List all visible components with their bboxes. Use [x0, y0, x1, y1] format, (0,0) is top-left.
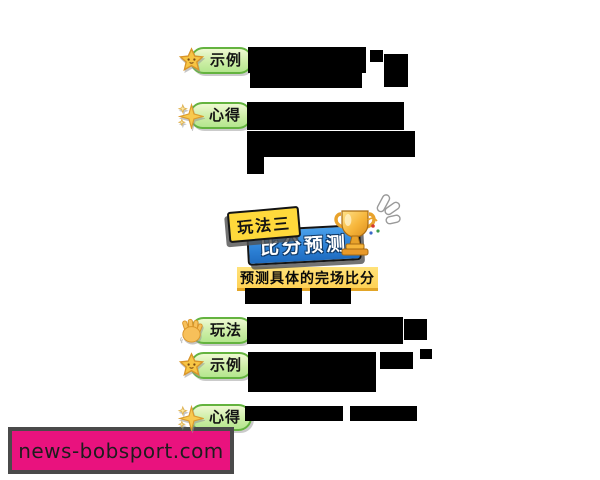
redacted-text [350, 406, 417, 421]
redacted-text [248, 352, 376, 392]
star-face-icon [178, 351, 205, 379]
redacted-text [404, 319, 427, 340]
redacted-text [420, 349, 432, 359]
star-face-icon [178, 46, 205, 74]
badge-method: 玩法 [178, 316, 254, 344]
redacted-text [247, 157, 264, 174]
redacted-text [245, 288, 302, 304]
redacted-text [370, 50, 383, 62]
sparkle-icon [177, 404, 206, 432]
badge-label: 示例 [190, 46, 254, 74]
redacted-text [247, 131, 415, 157]
redacted-text [250, 73, 362, 88]
section-tag: 玩法三 [226, 205, 302, 244]
sparkle-rays-icon [366, 192, 408, 238]
badge-tips-1: 心得 [177, 101, 253, 130]
badge-label: 示例 [190, 351, 254, 379]
redacted-text [248, 47, 366, 73]
redacted-text [310, 288, 351, 304]
redacted-text [380, 352, 413, 369]
badge-tips-2: 心得 [177, 403, 253, 432]
redacted-text [247, 317, 403, 344]
redacted-text [245, 406, 343, 421]
badge-example-1: 示例 [178, 46, 254, 74]
sparkle-icon [177, 102, 206, 130]
redacted-text [384, 54, 408, 87]
badge-example-2: 示例 [178, 351, 254, 379]
highlight-note: 预测具体的完场比分 [237, 267, 378, 291]
watermark-text: news-bobsport.com [18, 438, 224, 463]
watermark-box: news-bobsport.com [8, 427, 234, 474]
waving-hand-icon [178, 317, 205, 344]
redacted-text [247, 102, 404, 130]
